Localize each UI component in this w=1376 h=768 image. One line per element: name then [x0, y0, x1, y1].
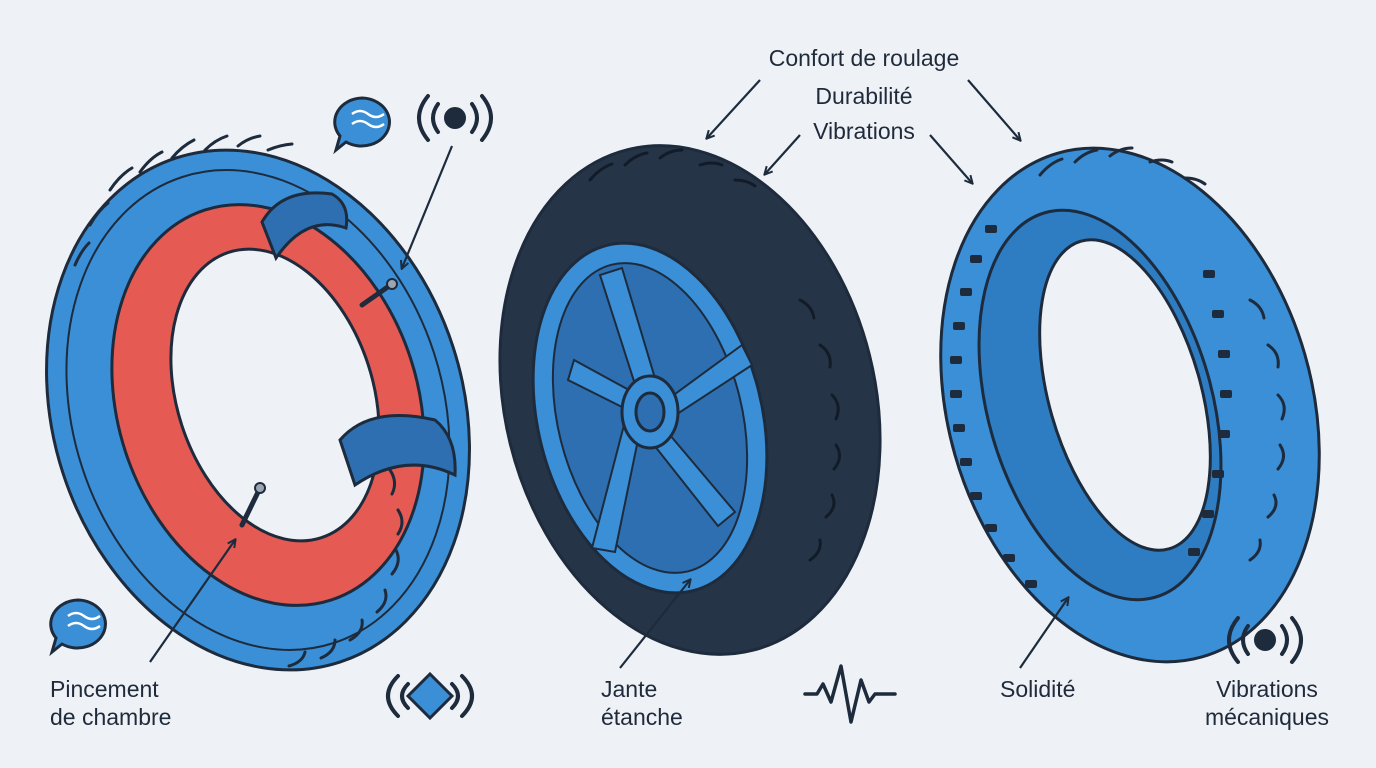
- vibration-radio-icon: [417, 94, 493, 142]
- label-jante-line2: étanche: [601, 704, 683, 730]
- label-vibrations-mecaniques-line2: mécaniques: [1204, 704, 1330, 730]
- arrow-vibrations-left: [765, 134, 801, 174]
- diamond-vibration-icon: [386, 671, 474, 721]
- label-jante-line1: Jante: [601, 676, 658, 702]
- chat-bubble-wave-icon: [333, 96, 391, 155]
- arrow-confort-left: [707, 79, 761, 138]
- arrow-solidite: [1019, 598, 1068, 669]
- arrow-confort-right: [967, 79, 1020, 140]
- solid-tire-hole: [1038, 238, 1212, 552]
- arrow-jante: [619, 580, 690, 669]
- chat-bubble-wave-icon-bottom: [49, 598, 107, 657]
- label-pincement-line1: Pincement: [50, 676, 159, 702]
- label-confort-de-roulage: Confort de roulage: [768, 45, 960, 71]
- label-vibrations: Vibrations: [813, 118, 915, 144]
- vibration-radio-icon-bottom: [1227, 616, 1303, 664]
- arrow-radio-to-nail: [402, 145, 454, 268]
- label-durabilite: Durabilité: [815, 83, 913, 109]
- arrow-pincement: [149, 540, 235, 663]
- arrow-vibrations-right: [929, 134, 972, 183]
- solid-tire: [939, 146, 1321, 664]
- tube-tire: [45, 134, 471, 672]
- tubeless-tire: [498, 144, 882, 656]
- label-solidite: Solidité: [1000, 676, 1076, 702]
- label-pincement-line2: de chambre: [50, 704, 172, 730]
- annotation-arrows: [149, 79, 1068, 669]
- label-vibrations-mecaniques-line1: Vibrations: [1216, 676, 1318, 702]
- tube-tire-hole: [169, 247, 381, 543]
- waveform-icon: [803, 664, 897, 724]
